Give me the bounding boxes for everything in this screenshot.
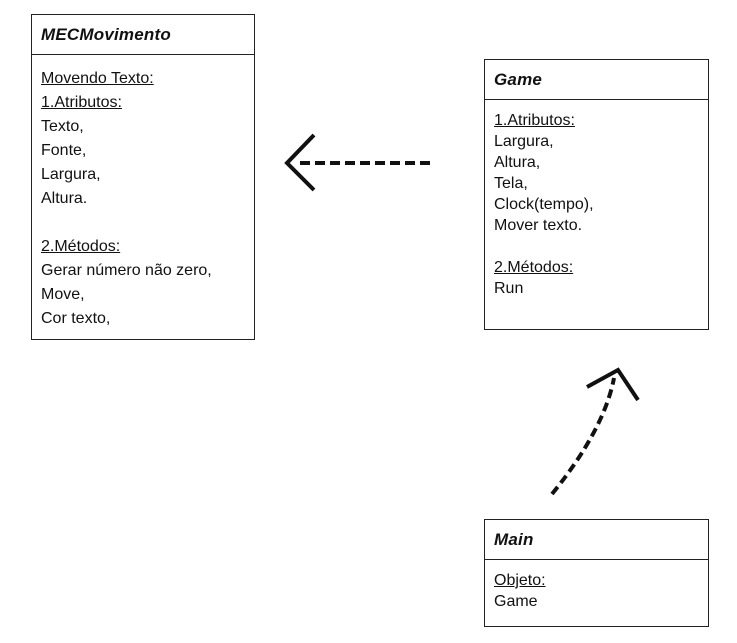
member-item: Tela, <box>494 175 528 192</box>
member-item: Move, <box>41 286 85 303</box>
section-heading: 1.Atributos: <box>41 94 122 111</box>
arrow-head-icon <box>284 133 316 192</box>
member-item: Clock(tempo), <box>494 196 594 213</box>
member-item: Altura, <box>494 154 541 171</box>
arrow-main-to-game <box>550 367 640 496</box>
class-body: Movendo Texto: 1.Atributos: Texto, Fonte, La… <box>32 55 254 331</box>
section-heading: Objeto: <box>494 572 546 589</box>
class-title: Game <box>485 60 708 100</box>
member-item: Gerar número não zero, <box>41 262 212 279</box>
class-body: Objeto: Game <box>485 560 708 612</box>
class-box-mecmovimento: MECMovimento Movendo Texto: 1.Atributos: T… <box>31 14 255 340</box>
arrow-game-to-mecmovimento <box>284 133 430 192</box>
section-heading: Movendo Texto: <box>41 70 154 87</box>
class-box-main: Main Objeto: Game <box>484 519 709 627</box>
class-box-game: Game 1.Atributos: Largura, Altura, Tela, Clo… <box>484 59 709 330</box>
section-heading: 2.Métodos: <box>494 259 574 276</box>
member-item: Run <box>494 280 524 297</box>
member-item: Mover texto. <box>494 217 583 234</box>
member-item: Largura, <box>494 133 554 150</box>
member-item: Game <box>494 593 538 610</box>
member-item: Fonte, <box>41 142 87 159</box>
member-item: Texto, <box>41 118 84 135</box>
arrow-shaft <box>550 377 616 496</box>
class-title: Main <box>485 520 708 560</box>
arrow-head-icon <box>586 367 640 402</box>
member-item: Largura, <box>41 166 101 183</box>
member-item: Cor texto, <box>41 310 111 327</box>
member-item: Altura. <box>41 190 88 207</box>
class-body: 1.Atributos: Largura, Altura, Tela, Clock(te… <box>485 100 708 299</box>
section-heading: 2.Métodos: <box>41 238 121 255</box>
section-heading: 1.Atributos: <box>494 112 575 129</box>
class-title: MECMovimento <box>32 15 254 55</box>
